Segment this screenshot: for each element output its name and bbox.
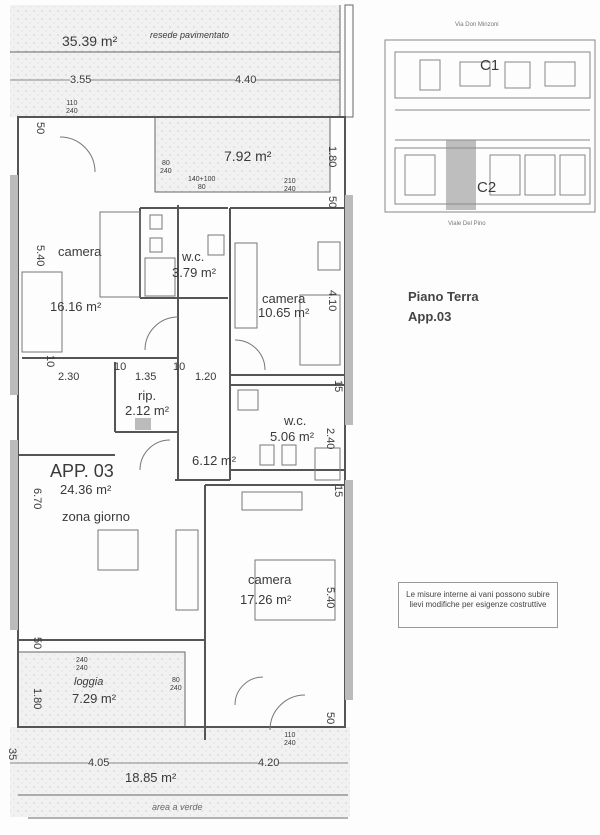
loggia-area: 7.29 m² <box>72 691 117 706</box>
dim-patio: 1.80 <box>326 146 338 168</box>
loggia-label: loggia <box>74 676 104 688</box>
living-label: zona giorno <box>62 509 130 524</box>
dim-h-3: 1.35 <box>135 371 157 383</box>
keymap-block-c2: C2 <box>477 179 497 196</box>
bedroom1-label: camera <box>58 244 102 259</box>
dim-bottom-left: 4.05 <box>88 757 110 769</box>
dim-left-2: 5.40 <box>34 245 46 267</box>
hall-area: 6.12 m² <box>192 453 237 468</box>
dim-left-7: 35 <box>6 748 18 761</box>
walls <box>17 116 346 740</box>
storage-area: 2.12 m² <box>125 403 170 418</box>
bedroom3-area: 17.26 m² <box>240 592 292 607</box>
highlighted-unit <box>446 140 476 210</box>
wc1-label: w.c. <box>182 249 205 264</box>
dim-right-4: 2.40 <box>324 428 336 450</box>
storage-label: rip. <box>138 388 157 403</box>
dim-left-6: 1.80 <box>31 688 43 710</box>
patio-area-value: 7.92 m² <box>224 148 272 164</box>
dim-right-5: 15 <box>332 485 344 498</box>
bedroom1-area: 16.16 m² <box>50 299 102 314</box>
dim-h-2: 10 <box>114 361 127 373</box>
unit-label: App.03 <box>408 309 452 324</box>
dim-top-right: 4.40 <box>235 74 257 86</box>
keymap-block-c1: C1 <box>480 57 500 74</box>
wc2-label: w.c. <box>284 413 307 428</box>
dim-left-4: 6.70 <box>31 488 43 510</box>
bedroom2-area: 10.65 m² <box>258 305 310 320</box>
top-area-label: resede pavimentato <box>150 30 230 40</box>
measurement-note: Le misure interne ai vani possono subire… <box>398 582 558 628</box>
dim-bottom-right: 4.20 <box>258 757 280 769</box>
furniture <box>21 136 341 731</box>
living-area: 24.36 m² <box>60 482 112 497</box>
bedroom3-label: camera <box>248 572 292 587</box>
dim-h-5: 1.20 <box>195 371 217 383</box>
outdoor-garden-area <box>10 727 350 819</box>
bottom-area-value: 18.85 m² <box>125 770 177 785</box>
dim-top-left: 3.55 <box>70 74 92 86</box>
loggia-area <box>17 651 186 728</box>
bedroom2-label: camera <box>262 291 306 306</box>
keymap-street-top: Via Don Minzoni <box>455 22 499 28</box>
wall-hatches <box>10 175 353 700</box>
wc2-area: 5.06 m² <box>270 429 315 444</box>
dim-left-5: 50 <box>31 637 43 650</box>
top-area-value: 35.39 m² <box>62 33 118 49</box>
dim-h-4: 10 <box>173 361 186 373</box>
dim-right-6: 5.40 <box>324 587 336 609</box>
floor-label: Piano Terra <box>408 289 479 304</box>
dim-right-2: 4.10 <box>326 290 338 312</box>
keymap-street-bottom: Viale Del Pino <box>448 221 486 227</box>
apartment-title: APP. 03 <box>50 461 114 481</box>
dim-left-1: 50 <box>34 122 46 135</box>
wc1-area: 3.79 m² <box>172 265 217 280</box>
dim-right-1: 50 <box>326 196 338 209</box>
dim-left-3: 10 <box>44 355 56 368</box>
dim-h-1: 2.30 <box>58 371 80 383</box>
dim-right-7: 50 <box>324 712 336 725</box>
bottom-area-label: area a verde <box>152 802 203 812</box>
dim-right-3: 15 <box>332 380 344 393</box>
key-map <box>384 39 596 213</box>
outdoor-paved-area <box>10 4 354 118</box>
